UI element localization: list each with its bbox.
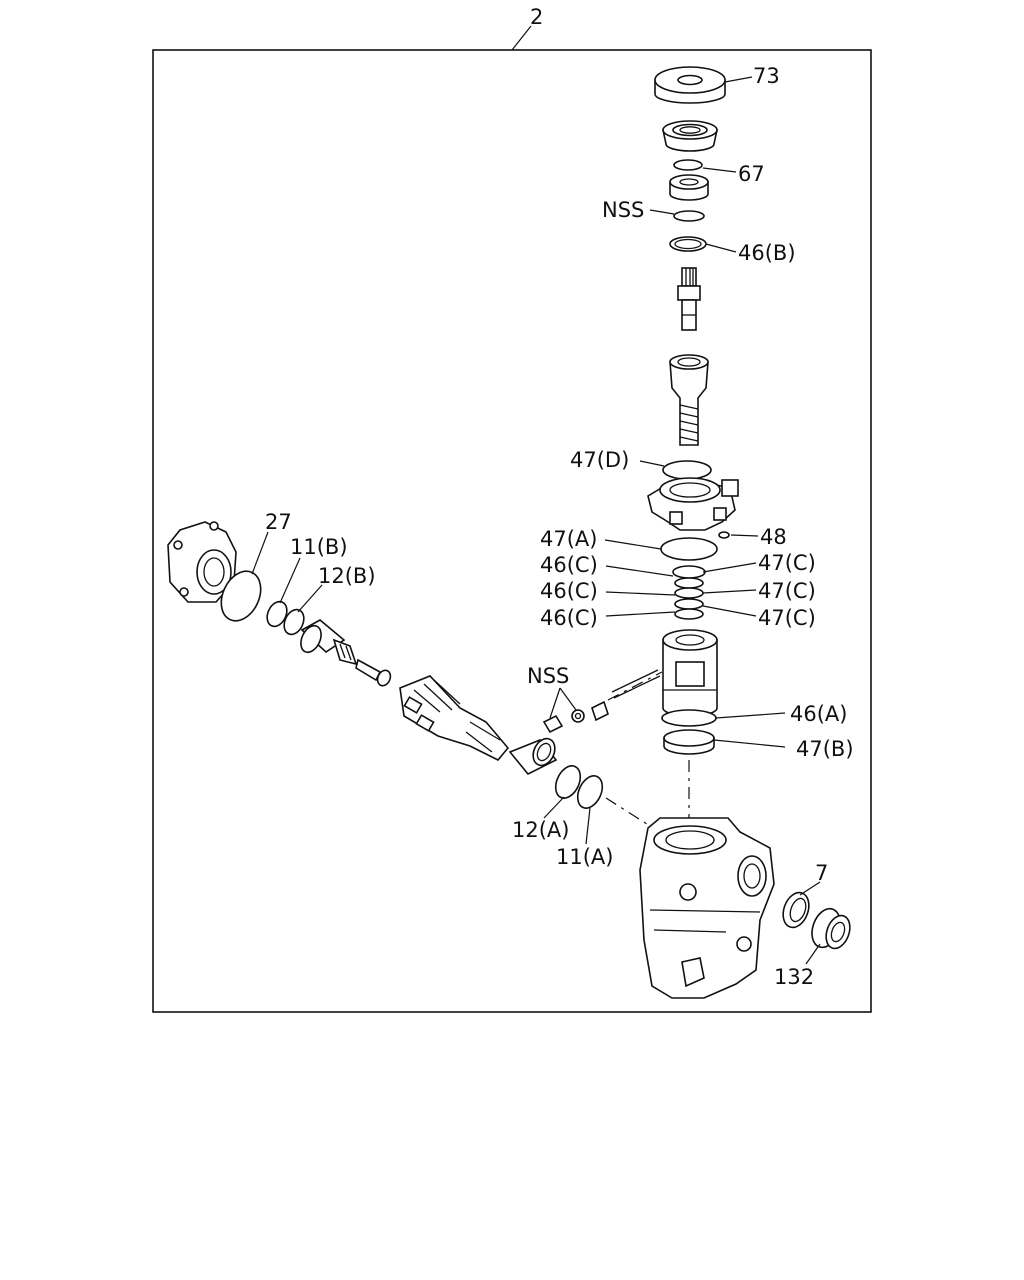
part-47b-seal (663, 729, 715, 755)
callout-73: 73 (753, 64, 780, 88)
part-48-oring (718, 531, 730, 539)
part-gear-housing (639, 760, 775, 999)
part-sector-bearing (508, 737, 558, 776)
callout-46a: 46(A) (790, 702, 847, 726)
callout-46b: 46(B) (738, 241, 796, 265)
part-worm-shaft (669, 354, 709, 446)
part-132-dust-seal (811, 907, 851, 950)
callout-46c-2: 46(C) (540, 579, 598, 603)
part-adjuster-plug (662, 120, 718, 152)
part-46a-ring (661, 709, 717, 727)
callout-47d: 47(D) (570, 448, 629, 472)
part-adjusting-screw-nut (300, 619, 358, 666)
part-nss-ring-top (673, 210, 705, 222)
part-11a-ring (576, 775, 604, 809)
part-nss-screw-washer (542, 709, 585, 734)
part-46c-47c-ring-stack (672, 565, 706, 620)
part-valve-housing (647, 477, 739, 531)
part-sector-shaft (399, 675, 510, 761)
callout-12a: 12(A) (512, 818, 569, 842)
assembly-leader (511, 25, 532, 51)
callout-27: 27 (265, 510, 292, 534)
callout-67: 67 (738, 162, 765, 186)
part-7-seal (782, 891, 810, 929)
callout-48: 48 (760, 525, 787, 549)
part-73-seal (654, 66, 726, 104)
callout-nss-top: NSS (602, 198, 644, 222)
part-67-bearing (669, 159, 709, 201)
part-adjuster-bolt (355, 658, 392, 687)
callout-47a: 47(A) (540, 527, 597, 551)
part-47d-oring (662, 460, 712, 480)
callout-46c-3: 46(C) (540, 606, 598, 630)
callout-12b: 12(B) (318, 564, 376, 588)
callout-7: 7 (815, 861, 828, 885)
callout-47c-3: 47(C) (758, 606, 816, 630)
callout-46c-1: 46(C) (540, 553, 598, 577)
part-47a-seal (660, 537, 718, 561)
callout-nss-mid: NSS (527, 664, 569, 688)
part-12a-ring (554, 765, 582, 799)
callout-132: 132 (774, 965, 814, 989)
callout-47b: 47(B) (796, 737, 854, 761)
leader-lines (251, 76, 821, 965)
assembly-number: 2 (530, 5, 543, 29)
part-drive-pin (591, 669, 663, 722)
callout-11a: 11(A) (556, 845, 613, 869)
callout-11b: 11(B) (290, 535, 348, 559)
part-valve-body (662, 629, 718, 717)
part-stub-shaft (677, 267, 701, 331)
part-side-cover (167, 521, 237, 603)
callout-47c-2: 47(C) (758, 579, 816, 603)
callout-47c-1: 47(C) (758, 551, 816, 575)
